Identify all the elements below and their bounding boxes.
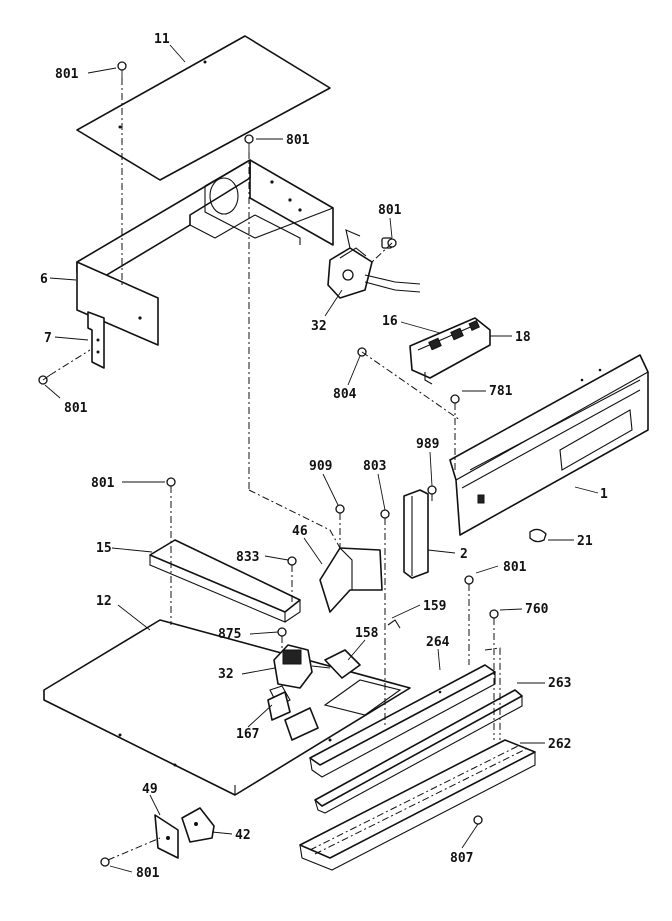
callout-263: 263 [548,676,571,691]
callout-909: 909 [309,459,332,474]
callout-801-housing: 801 [286,133,310,148]
bracket-49 [154,814,179,859]
callout-804: 804 [333,387,357,402]
screw-909 [335,504,345,548]
callout-159: 159 [423,599,446,614]
bottom-plate [43,619,411,796]
screw-801-housing [244,134,254,152]
side-trim-2 [403,489,429,579]
callout-32-bottom: 32 [218,667,234,682]
callout-989: 989 [416,437,439,452]
front-grille-262 [299,739,536,871]
callout-49: 49 [142,782,158,797]
screw-801-top [117,61,127,78]
assembly-lines [49,78,501,861]
screw-801-mid [166,477,176,625]
screw-833 [287,556,297,605]
callout-6: 6 [40,272,48,287]
screw-807 [473,815,483,825]
motor-32-bottom [269,644,331,707]
callout-801-right: 801 [503,560,527,575]
callout-15: 15 [96,541,112,556]
screw-875 [277,627,287,648]
bracket-46 [319,547,383,613]
callout-833: 833 [236,550,259,565]
callout-801-mid: 801 [91,476,115,491]
screw-760 [489,609,499,740]
callout-781: 781 [489,384,513,399]
callout-803: 803 [363,459,386,474]
callout-875: 875 [218,627,241,642]
control-board-assembly [409,317,491,385]
callout-262: 262 [548,737,571,752]
bracket-167 [267,691,319,741]
front-control-panel [449,354,649,536]
callout-801-bottom: 801 [136,866,160,881]
callout-167: 167 [236,727,259,742]
callout-1: 1 [600,487,608,502]
callout-264: 264 [426,635,450,650]
bracket-7 [87,311,105,369]
rail-15 [149,539,301,623]
screw-801-right [464,575,474,665]
callout-32-top: 32 [311,319,327,334]
screw-989 [427,485,437,495]
top-cover-panel [76,35,331,181]
rail-264 [309,664,496,778]
screw-801-left [38,374,51,385]
callout-801-top: 801 [55,67,79,82]
callout-801-left: 801 [64,401,88,416]
callout-2: 2 [460,547,468,562]
callout-801-fan: 801 [378,203,402,218]
bracket-42 [181,807,215,843]
callout-16: 16 [382,314,398,329]
screw-781 [450,394,460,470]
callout-11: 11 [154,32,170,47]
callout-807: 807 [450,851,473,866]
callout-21: 21 [577,534,593,549]
callout-18: 18 [515,330,531,345]
screw-801-bottom [100,857,110,867]
callout-12: 12 [96,594,112,609]
upper-housing [76,159,334,346]
callout-42: 42 [235,828,251,843]
bracket-158 [324,619,401,679]
clip-21 [529,528,547,543]
fan-motor-assembly [327,229,421,299]
callout-760: 760 [525,602,549,617]
callout-158: 158 [355,626,379,641]
rail-263 [314,689,523,814]
callout-46: 46 [292,524,308,539]
callout-7: 7 [44,331,52,346]
leader-lines [44,44,599,873]
